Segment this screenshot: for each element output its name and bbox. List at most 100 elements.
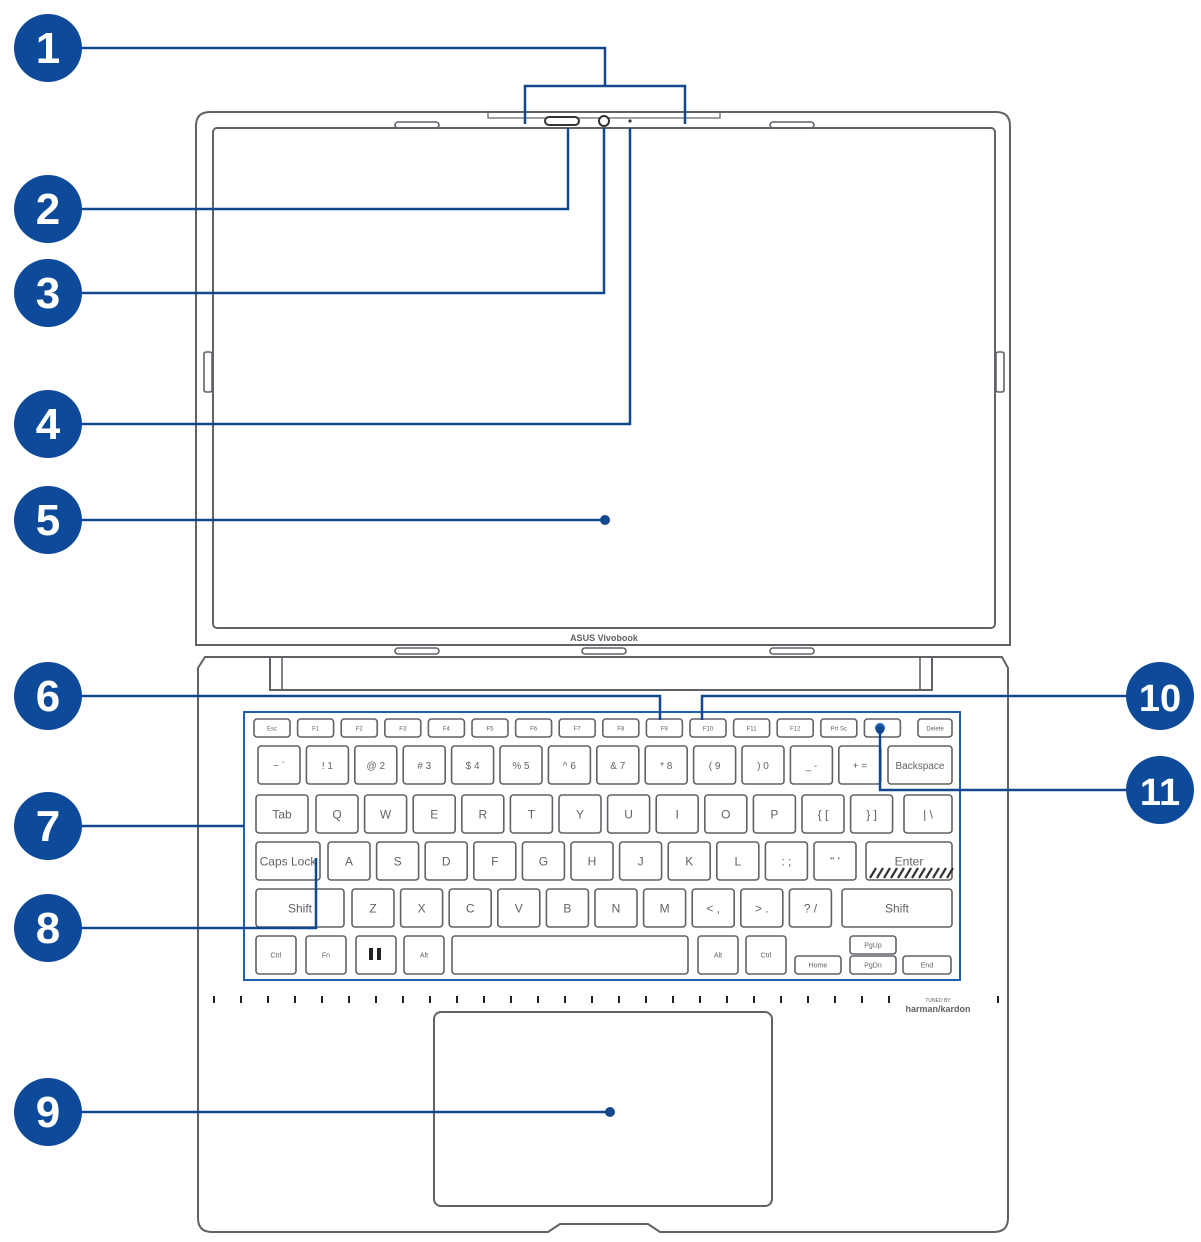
- callout-line-11: [878, 732, 1128, 792]
- key: # 3: [402, 745, 447, 785]
- callout-line-2: [80, 128, 570, 211]
- key: Ctrl: [745, 935, 787, 975]
- hatch-line: [918, 867, 926, 879]
- camera-indicator: [628, 119, 632, 123]
- key: F4: [427, 718, 466, 738]
- key-cap: [351, 888, 395, 928]
- key-cap: [545, 888, 590, 928]
- key-cap: [849, 935, 897, 955]
- key-label: U: [624, 808, 633, 822]
- key-label: + =: [853, 761, 868, 772]
- key-label: > .: [755, 902, 769, 916]
- key-cap: [903, 794, 953, 834]
- callout-number: 1: [36, 24, 60, 73]
- key: Shift: [841, 888, 953, 928]
- key-cap: [606, 794, 651, 834]
- key: R: [460, 794, 505, 834]
- key: % 5: [499, 745, 543, 785]
- key-label: # 3: [417, 761, 431, 772]
- key-cap: [732, 718, 771, 738]
- key-cap: [315, 794, 359, 834]
- key-label: F6: [530, 726, 538, 732]
- hatch-line: [939, 867, 947, 879]
- key-cap: [383, 718, 422, 738]
- key-cap: [752, 794, 797, 834]
- key-label: P: [770, 808, 778, 822]
- callout-badge-circle: [14, 486, 82, 554]
- key-label: F8: [617, 726, 625, 732]
- key-cap: [794, 955, 842, 975]
- key: < ,: [691, 888, 736, 928]
- key-label: Z: [369, 902, 376, 916]
- key-cap: [547, 745, 592, 785]
- key-label: X: [418, 902, 426, 916]
- key: W: [363, 794, 408, 834]
- key: C: [448, 888, 493, 928]
- key: | \: [903, 794, 953, 834]
- callout-badge-11: 11: [1126, 756, 1194, 824]
- key: Esc: [253, 718, 291, 738]
- key-label: " ': [830, 855, 840, 869]
- lid-side-mark-left: [203, 351, 213, 393]
- callout-line-1: [80, 46, 607, 86]
- key-cap: [399, 888, 444, 928]
- key-cap: [789, 745, 834, 785]
- key-label: F4: [443, 726, 451, 732]
- callout-line-1-bracket: [523, 84, 687, 124]
- key-label: K: [685, 855, 693, 869]
- key: $ 4: [450, 745, 495, 785]
- key-cap: [255, 794, 309, 834]
- key-cap: [327, 841, 371, 881]
- key-cap: [305, 745, 350, 785]
- key: J: [618, 841, 663, 881]
- key-label: Backspace: [896, 761, 945, 772]
- key-label: F7: [574, 726, 582, 732]
- key-label: W: [380, 808, 392, 822]
- key-cap: [305, 935, 347, 975]
- callout-line-8: [80, 858, 318, 930]
- hatch-line: [911, 867, 919, 879]
- callout-badge-circle: [1126, 756, 1194, 824]
- key: * 8: [644, 745, 689, 785]
- key-cap: [697, 935, 739, 975]
- key-label: D: [442, 855, 451, 869]
- key-label: Ctrl: [761, 953, 772, 960]
- callout-line-10: [700, 694, 1128, 720]
- callout-badge-2: 2: [14, 175, 82, 243]
- touchpad: [433, 1011, 773, 1207]
- key-cap: [917, 718, 953, 738]
- key: Fn: [305, 935, 347, 975]
- key: I: [655, 794, 700, 834]
- key: @ 2: [353, 745, 398, 785]
- key: E: [412, 794, 457, 834]
- key-cap: [692, 745, 737, 785]
- key-label: ~ `: [273, 760, 285, 772]
- hinge-bumper-right: [769, 647, 815, 655]
- key-label: S: [394, 855, 402, 869]
- key-label: @ 2: [367, 761, 386, 772]
- key-cap: [448, 888, 493, 928]
- key-cap: [253, 718, 291, 738]
- key-cap: [558, 794, 602, 834]
- speaker-caption: TUNED BY: [925, 998, 951, 1004]
- key: D: [424, 841, 469, 881]
- callout-badge-circle: [14, 894, 82, 962]
- key-label: T: [528, 808, 536, 822]
- callout-badge-6: 6: [14, 662, 82, 730]
- key: : ;: [764, 841, 809, 881]
- key-label: I: [676, 808, 679, 822]
- key-label: F11: [747, 726, 758, 732]
- key-label: Prt Sc: [831, 726, 847, 732]
- key-label: : ;: [781, 855, 791, 869]
- key-label: Delete: [926, 726, 944, 732]
- hatch-line: [932, 867, 940, 879]
- key-label: F10: [703, 726, 714, 732]
- callout-number: 5: [36, 496, 60, 545]
- key-cap: [450, 745, 495, 785]
- pause-bar-icon: [369, 948, 373, 960]
- key-label: F9: [661, 726, 669, 732]
- callout-number: 3: [36, 269, 60, 318]
- key-cap: [424, 841, 469, 881]
